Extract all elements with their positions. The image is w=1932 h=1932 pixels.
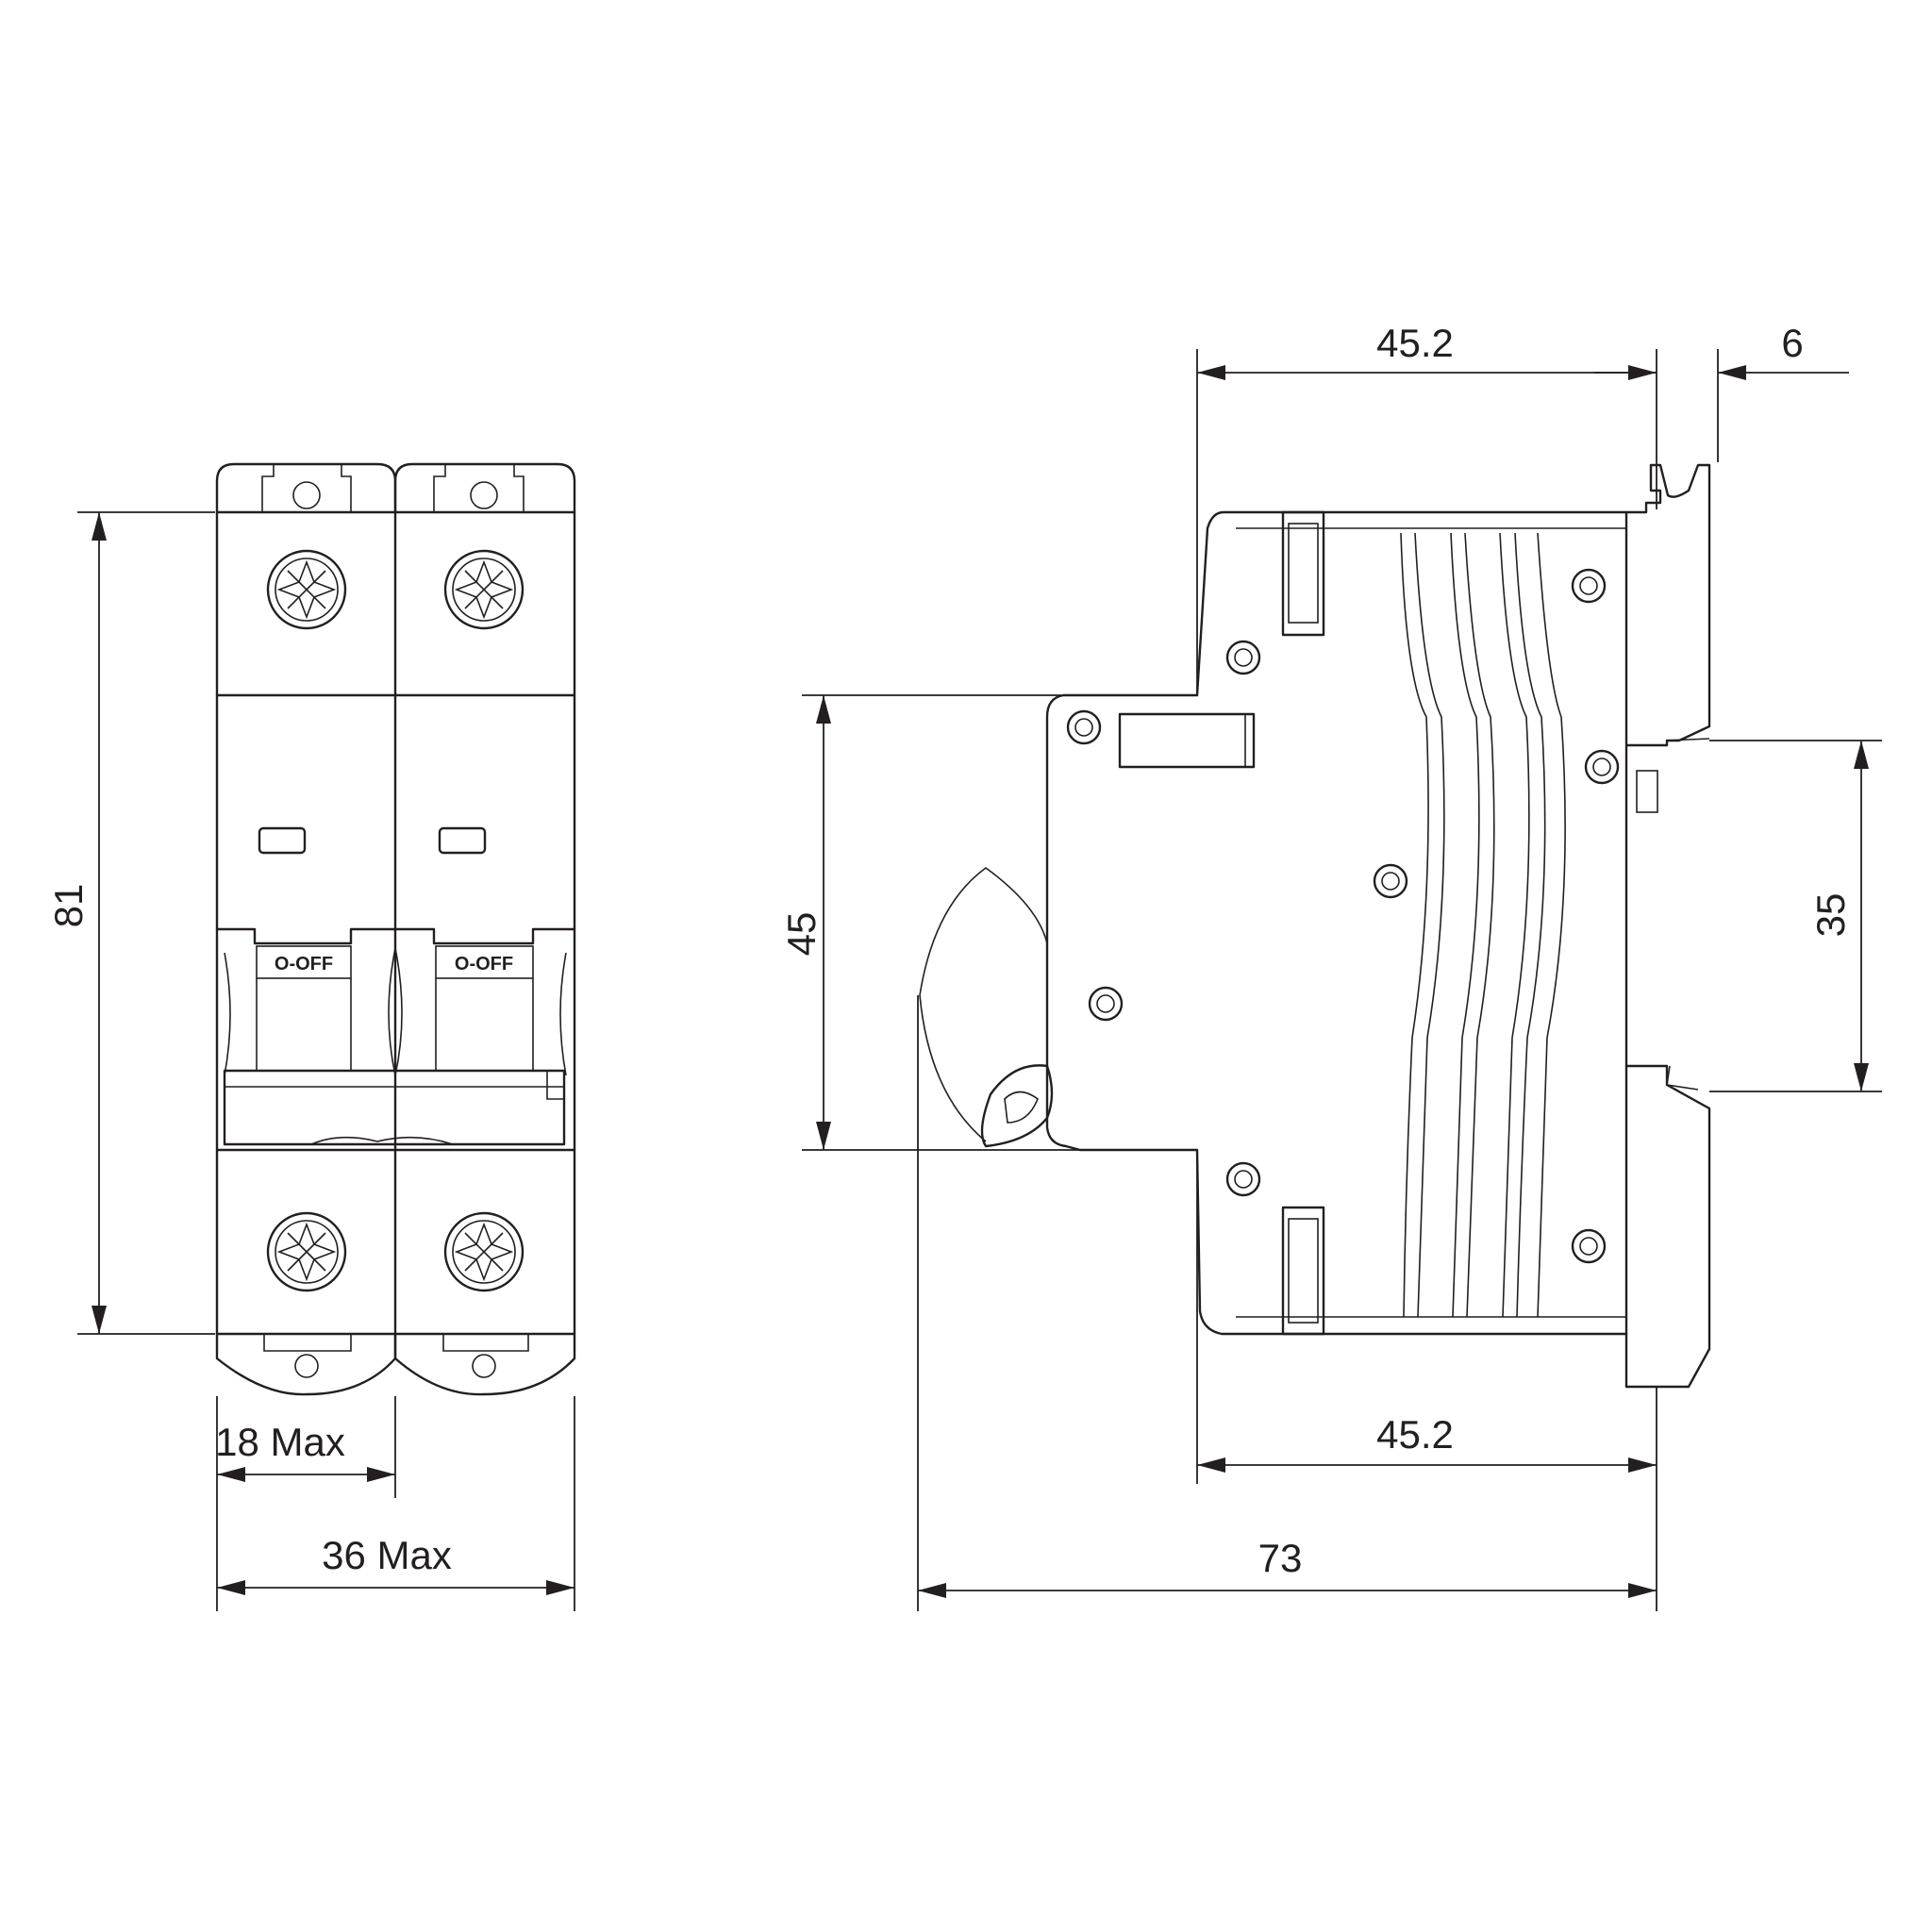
dim-label-73: 73	[1258, 1536, 1303, 1580]
bottom-clip-left	[215, 1332, 397, 1396]
dimension-45-2-bottom: 45.2	[1196, 1153, 1657, 1611]
dimension-81: 81	[46, 511, 215, 1335]
dim-label-81: 81	[46, 884, 91, 928]
handle-bar	[223, 1069, 566, 1146]
din-rail-clip	[1624, 463, 1711, 1389]
dim-label-35: 35	[1808, 893, 1853, 938]
rivet-icon	[1225, 1161, 1261, 1197]
rivet-icon	[1088, 986, 1124, 1022]
top-clip-right	[393, 462, 576, 514]
status-window	[258, 826, 307, 855]
dim-label-45: 45	[779, 912, 824, 957]
dimension-35: 35	[1709, 740, 1882, 1092]
rivet-icon	[1225, 640, 1261, 675]
handle-label-right: O-OFF	[455, 954, 513, 974]
rivet-icon	[1584, 749, 1620, 785]
terminal-screw-icon	[266, 1211, 347, 1292]
dim-label-18-max: 18 Max	[215, 1420, 345, 1464]
dimension-45-2-top: 45.2	[1196, 321, 1657, 693]
dimension-45: 45	[779, 694, 1197, 1151]
top-clip-left	[215, 462, 397, 514]
handle-label-left: O-OFF	[275, 954, 333, 974]
dim-label-45-2-bottom: 45.2	[1376, 1412, 1454, 1457]
bottom-clip-right	[393, 1332, 576, 1396]
rivet-icon	[1571, 1228, 1607, 1264]
dimension-6: 6	[1594, 321, 1849, 462]
dimension-36-max: 36 Max	[217, 1396, 575, 1611]
rivet-icon	[1066, 709, 1102, 745]
rivet-icon	[1373, 863, 1408, 899]
terminal-screw-icon	[443, 549, 525, 630]
dimension-73: 73	[917, 995, 1657, 1611]
side-body-outline	[1045, 510, 1628, 1336]
dim-label-36-max: 36 Max	[322, 1533, 452, 1577]
side-view: 45.2 6 45 35	[779, 321, 1882, 1611]
rivet-icon	[1571, 568, 1607, 604]
label-window	[1118, 712, 1256, 769]
dim-label-6: 6	[1781, 321, 1803, 365]
toggle-handle	[980, 1064, 1054, 1148]
dim-label-45-2-top: 45.2	[1376, 321, 1454, 365]
status-window	[438, 826, 487, 855]
dimension-18-max: 18 Max	[215, 1396, 396, 1611]
front-view: O-OFF O-OFF 81	[46, 462, 576, 1611]
terminal-screw-icon	[443, 1211, 525, 1292]
terminal-screw-icon	[266, 549, 347, 630]
arc-chute-vanes	[1400, 532, 1566, 1318]
